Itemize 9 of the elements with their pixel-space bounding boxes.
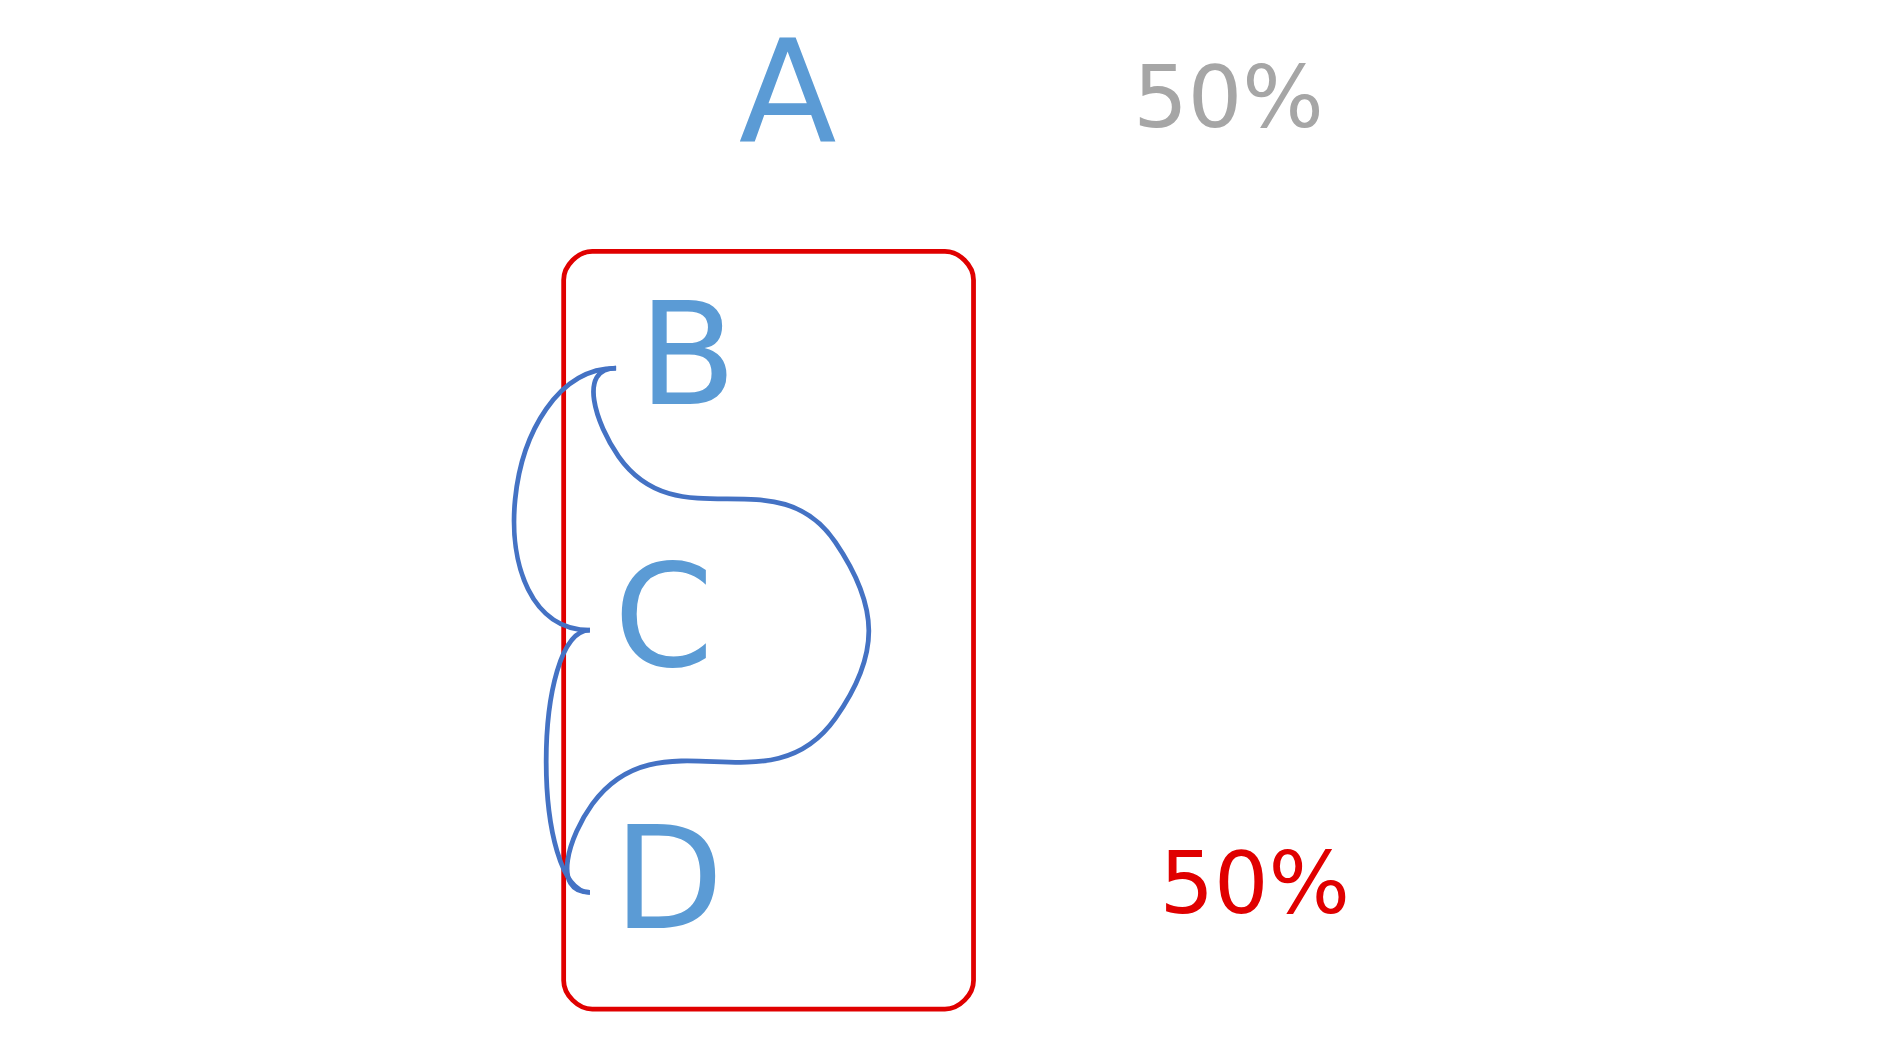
cluster [560,248,976,1012]
node-text: D [612,795,724,963]
node-label: 50% [1158,833,1350,934]
node-text: C [613,532,714,700]
node-text: B [638,270,737,438]
node-label: 50% [1132,46,1324,147]
connector [543,628,591,895]
connector [564,365,871,895]
node-text: A [738,8,837,176]
